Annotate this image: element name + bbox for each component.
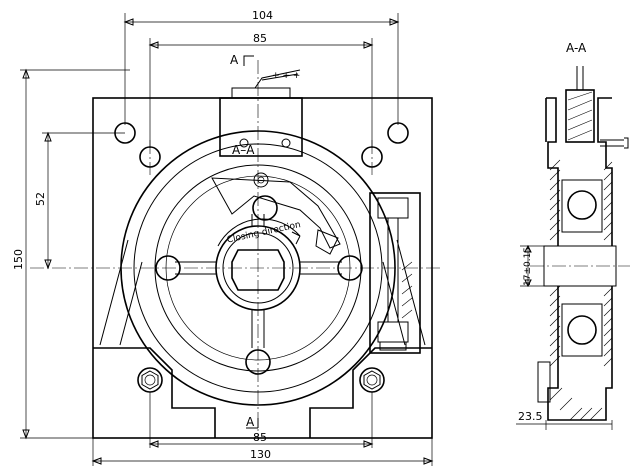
spoke-bottom [251,310,265,348]
front-view: + + + Closing direction [30,53,440,440]
section-view-title: A-A [566,41,587,55]
small-screw-left [239,138,249,148]
section-marker-top [243,55,254,66]
right-foot [309,347,432,438]
dim-130: 130 [250,448,271,461]
section-label-top: A [230,53,239,67]
closing-direction-arc [217,218,301,247]
ring-hole-top [252,195,278,221]
dim-85-bottom: 85 [253,431,267,444]
section-top-hatch [567,91,593,141]
screw-right-hex [363,370,381,390]
section-top-block [565,89,595,143]
left-foot [93,347,216,438]
cam-pawl [211,177,341,249]
section-label-bottom: A [246,415,255,429]
section-hatch-e [549,387,603,421]
pawl-pivot [253,172,269,188]
top-spring-wire [254,69,301,89]
dim-shaft: 17±0.15 [523,247,533,286]
spring-washer [379,341,407,351]
bearing-bottom [567,315,597,345]
mount-hole-tr [387,122,409,144]
dim-23-5: 23.5 [518,410,543,423]
dim-150: 150 [12,249,25,270]
spring-hatch [401,261,413,319]
section-view: A-A 17±0.15 23.5 [516,41,630,430]
shaft-hex [231,249,285,291]
section-hatch-b [603,161,613,241]
bearing-top [567,190,597,220]
screw-left-center [144,374,156,386]
closing-direction-arrow [291,231,301,245]
top-clip [231,87,291,99]
section-base [537,361,551,403]
section-hatch-c [549,285,561,367]
section-hatch-a [549,159,561,241]
section-stem [576,66,584,90]
bearing-top-race [561,179,603,233]
dim-85-top: 85 [253,32,267,45]
section-body [546,97,613,421]
spring-rod [387,218,399,322]
section-marker-bottom [246,418,259,429]
spoke-right [300,261,342,275]
spring-marks: + + + [272,71,300,81]
section-screw [600,137,629,149]
section-hatch-d [603,287,613,367]
spring-housing [369,192,421,354]
spring-cap-top [377,197,409,219]
dim-104: 104 [252,9,273,22]
left-web [99,239,143,346]
spoke-left [175,261,216,275]
cam-pawl-hook [315,229,339,255]
bearing-bottom-race [561,303,603,357]
dim-52: 52 [34,192,47,206]
small-screw-right [281,138,291,148]
screw-left-hex [141,370,159,390]
front-dimensions: 104 85 85 130 150 52 [12,9,434,466]
screw-right-center [366,374,378,386]
section-label-mid: A–A [232,143,255,157]
